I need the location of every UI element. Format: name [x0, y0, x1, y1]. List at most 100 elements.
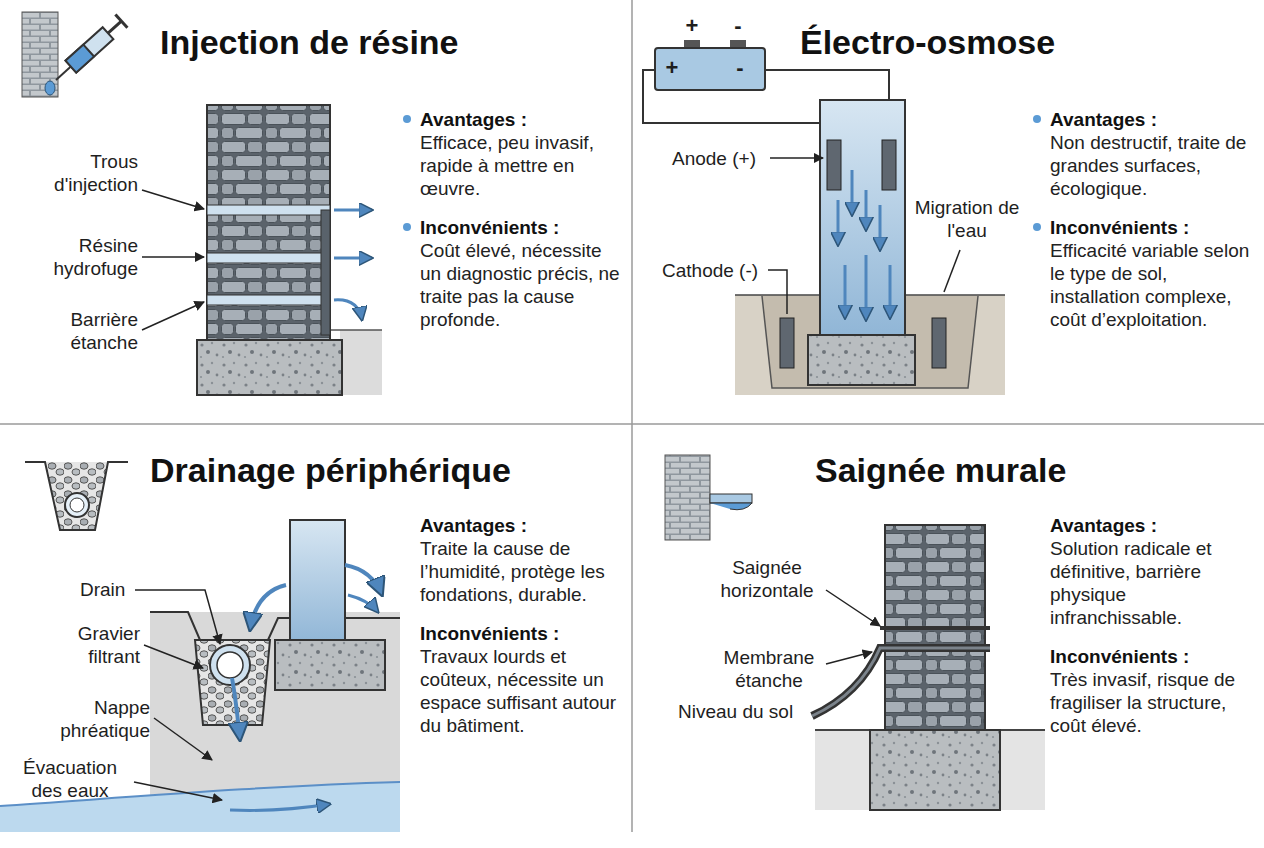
illustration-part — [808, 335, 915, 385]
illustration-part — [207, 253, 330, 263]
panel-title: Drainage périphérique — [150, 450, 511, 490]
illustration-part — [812, 648, 990, 716]
illustration-part — [631, 0, 633, 832]
illustration-part — [25, 462, 128, 530]
panel-title: Électro-osmose — [800, 22, 1055, 62]
part-label: Anode (+) — [672, 147, 772, 170]
illustration-part — [865, 255, 868, 320]
illustration-part — [889, 265, 892, 318]
illustration-part — [348, 595, 378, 612]
text-column: Avantages :Non destructif, traite de gra… — [1050, 108, 1255, 347]
illustration-part — [66, 45, 95, 73]
text-column: Avantages :Efficace, peu invasif, rapide… — [420, 108, 625, 347]
method-panel: Saignée muraleAvantages :Solution radica… — [632, 424, 1264, 848]
part-label: Nappe phréatique — [30, 696, 150, 742]
illustration-part — [827, 140, 841, 190]
section-heading: Avantages : — [420, 514, 625, 537]
terminal-sign: - — [728, 56, 752, 80]
illustration-part — [768, 270, 787, 314]
method-panel: Injection de résineAvantages :Efficace, … — [0, 0, 632, 424]
terminal-sign: + — [680, 14, 704, 38]
part-label: Gravier filtrant — [40, 622, 140, 668]
section-text: Traite la cause de l’humidité, protège l… — [420, 537, 625, 606]
part-label: Trous d'injection — [18, 150, 138, 196]
illustration-part — [812, 648, 990, 716]
section-heading: Avantages : — [1050, 108, 1255, 131]
illustration-part — [684, 40, 700, 48]
illustration-part — [826, 590, 880, 626]
part-label: Migration de l'eau — [912, 196, 1022, 242]
illustration-part — [45, 81, 55, 95]
illustration-part — [815, 730, 1045, 810]
illustration-part — [710, 503, 752, 510]
illustration-part — [70, 498, 84, 512]
panel-title: Saignée murale — [815, 450, 1066, 490]
illustration-part — [710, 494, 752, 503]
text-column: Avantages :Solution radicale et définiti… — [1050, 514, 1255, 753]
illustration-part — [880, 626, 990, 630]
part-label: Barrière étanche — [18, 308, 138, 354]
cut-icon — [665, 455, 752, 540]
section-text: Travaux lourds et coûteux, nécessite un … — [420, 645, 625, 737]
illustration-part — [134, 782, 222, 800]
illustration-part — [230, 804, 330, 810]
illustration-part — [655, 48, 765, 90]
illustration-part — [150, 612, 400, 640]
section-text: Efficacité variable selon le type de sol… — [1050, 239, 1255, 331]
illustration-part — [865, 190, 868, 230]
part-label: Saignée horizontale — [712, 556, 822, 602]
illustration-part — [56, 67, 71, 80]
illustration-part — [22, 12, 58, 97]
section-text: Coût élevé, nécessite un diagnostic préc… — [420, 239, 625, 331]
illustration-part — [780, 318, 794, 368]
illustration-part — [217, 652, 243, 678]
illustration-part — [154, 718, 212, 760]
illustration-part — [144, 645, 203, 668]
terminal-sign: + — [660, 56, 684, 80]
osmosis-wall — [735, 100, 1005, 395]
part-label: Résine hydrofuge — [18, 234, 138, 280]
illustration-part — [330, 329, 382, 331]
illustration-part — [851, 170, 854, 215]
illustration-part — [932, 318, 946, 368]
terminal-sign: - — [726, 14, 750, 38]
illustration-part — [135, 590, 220, 644]
illustration-part — [210, 645, 250, 685]
illustration-part — [844, 265, 847, 318]
illustration-part — [730, 40, 746, 48]
section-heading: Avantages : — [420, 108, 625, 131]
illustration-part — [665, 455, 710, 540]
illustration-part — [142, 256, 204, 258]
section-heading: Inconvénients : — [1050, 645, 1255, 668]
illustration-part — [334, 300, 362, 320]
text-column: Avantages :Traite la cause de l’humidité… — [420, 514, 625, 753]
illustration-part — [321, 210, 330, 335]
illustration-part — [334, 209, 372, 212]
illustration-part — [837, 200, 840, 245]
illustration-part — [345, 565, 382, 595]
part-label: Drain — [80, 578, 134, 601]
illustration-part — [334, 257, 372, 260]
illustration-part — [232, 678, 240, 740]
illustration-part — [142, 190, 204, 209]
part-label: Évacuation des eaux — [10, 756, 130, 802]
illustration-part — [197, 340, 342, 395]
section-heading: Inconvénients : — [420, 216, 625, 239]
syringe-icon — [22, 12, 127, 97]
trench-icon — [25, 462, 128, 530]
illustration-part — [340, 330, 382, 395]
illustration-part — [66, 27, 114, 72]
panel-title: Injection de résine — [160, 22, 459, 62]
resin-wall — [142, 105, 382, 395]
illustration-part — [882, 140, 896, 190]
illustration-part — [0, 423, 1264, 425]
illustration-part — [142, 302, 204, 330]
cut-wall — [812, 525, 1045, 810]
part-label: Membrane étanche — [714, 646, 824, 692]
section-text: Solution radicale et définitive, barrièr… — [1050, 537, 1255, 629]
section-heading: Inconvénients : — [1050, 216, 1255, 239]
illustration-part — [108, 21, 121, 33]
illustration-part — [770, 157, 823, 159]
section-heading: Avantages : — [1050, 514, 1255, 537]
